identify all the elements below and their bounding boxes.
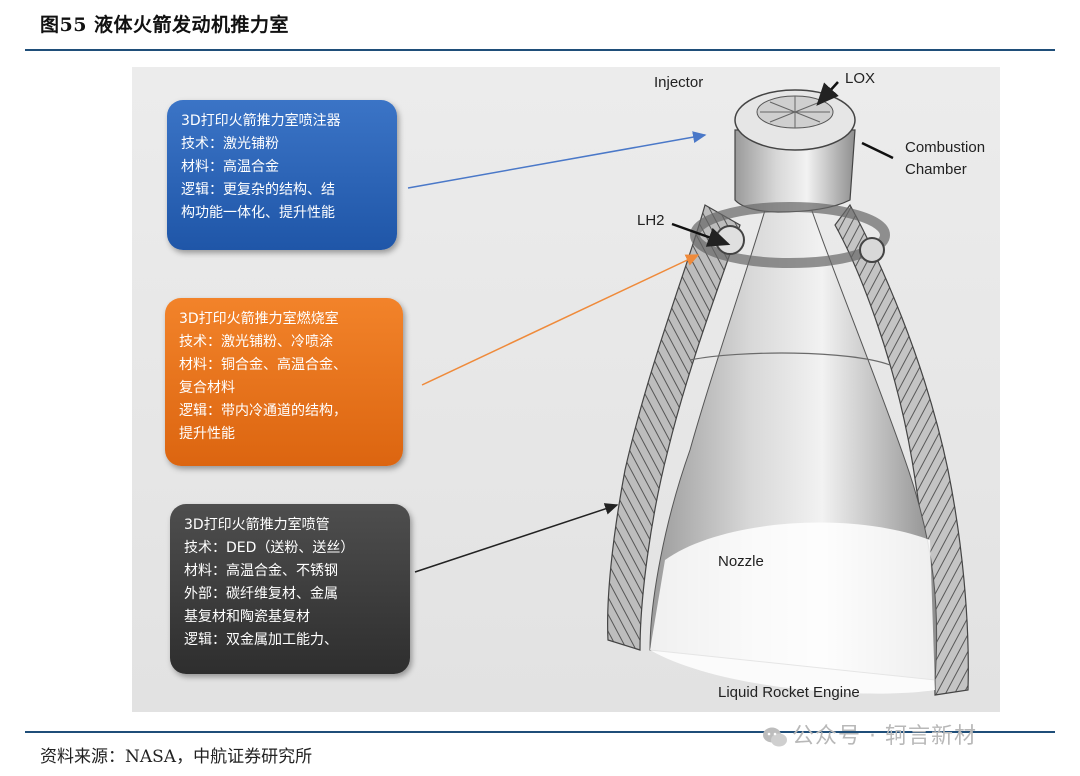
box-line: 材料：铜合金、高温合金、 (179, 357, 347, 373)
lox-pointer (816, 81, 839, 106)
injector-label: Injector (654, 74, 704, 91)
box-line: 逻辑：双金属加工能力、 (184, 632, 338, 648)
watermark-text: 公众号 · 轲言新材 (792, 724, 977, 749)
chamber-connector-arrow (421, 254, 700, 386)
box-line: 外部：碳纤维复材、金属 (184, 586, 338, 602)
top-divider (25, 49, 1055, 51)
nozzle-info-box: 3D打印火箭推力室喷管 技术：DED（送粉、送丝） 材料：高温合金、不锈钢 外部… (170, 504, 410, 674)
box-line: 技术：激光铺粉、冷喷涂 (179, 334, 333, 350)
box-line: 3D打印火箭推力室喷管 (184, 517, 330, 533)
injector-elements (760, 96, 830, 128)
box-line: 材料：高温合金、不锈钢 (184, 563, 338, 579)
lh2-label: LH2 (637, 212, 665, 229)
engine-caption: Liquid Rocket Engine (718, 684, 860, 701)
combustion-label: Combustion (905, 139, 986, 156)
box-line: 3D打印火箭推力室喷注器 (181, 113, 341, 129)
box-line: 材料：高温合金 (181, 159, 279, 175)
throat-seam (689, 352, 891, 366)
wechat-icon (763, 727, 787, 747)
bottom-divider (25, 731, 1055, 733)
combustion-chamber-info-box: 3D打印火箭推力室燃烧室 技术：激光铺粉、冷喷涂 材料：铜合金、高温合金、 复合… (165, 298, 403, 466)
lox-label: LOX (845, 70, 876, 87)
combustion-chamber-pointer (861, 141, 894, 160)
box-line: 构功能一体化、提升性能 (181, 205, 335, 221)
manifold-port-right (859, 237, 885, 263)
box-line: 基复材和陶瓷基复材 (184, 609, 310, 625)
lh2-pointer (671, 222, 731, 247)
nozzle-label: Nozzle (718, 553, 764, 570)
injector-info-box: 3D打印火箭推力室喷注器 技术：激光铺粉 材料：高温合金 逻辑：更复杂的结构、结… (167, 100, 397, 250)
box-line: 3D打印火箭推力室燃烧室 (179, 311, 339, 327)
box-line: 逻辑：更复杂的结构、结 (181, 182, 335, 198)
box-line: 技术：DED（送粉、送丝） (184, 540, 355, 556)
box-line: 逻辑：带内冷通道的结构， (179, 403, 347, 419)
injector-connector-arrow (407, 131, 707, 189)
nozzle-connector-arrow (414, 503, 619, 573)
chamber-label: Chamber (905, 161, 967, 178)
nozzle-right-wall (834, 203, 969, 696)
watermark: 公众号 · 轲言新材 (762, 718, 977, 750)
box-line: 技术：激光铺粉 (181, 136, 279, 152)
source-note: 资料来源：NASA，中航证券研究所 (40, 747, 313, 767)
box-line: 提升性能 (179, 426, 235, 442)
lh2-manifold (690, 202, 890, 268)
figure-title: 图55 液体火箭发动机推力室 (40, 14, 290, 36)
box-line: 复合材料 (179, 380, 235, 396)
nozzle-exit-highlight (650, 522, 935, 694)
nozzle-left-wall (607, 204, 741, 651)
